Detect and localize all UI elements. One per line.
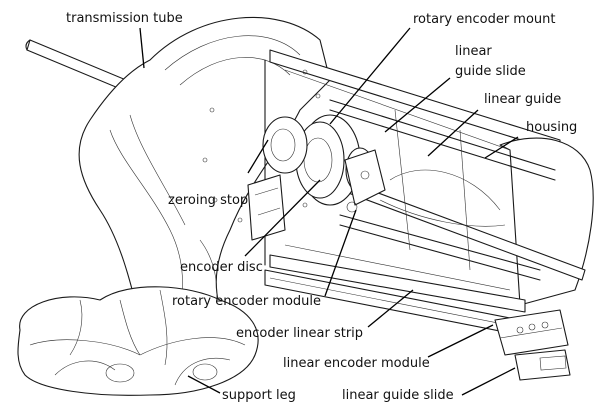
zeroing-stop-block [247,174,286,241]
leader-linear-guide [427,109,479,157]
rotary-encoder-assembly [262,114,386,213]
label-zeroing-stop: zeroing stop [168,193,248,208]
leader-rotary-encoder-module [324,209,357,297]
housing-frame [264,49,594,313]
labels: transmission tube rotary encoder mount l… [66,11,577,403]
leader-linear-encoder-module [427,324,494,358]
leader-encoder-disc [244,179,321,257]
support-leg-base [17,286,259,396]
label-linear-encoder-module: linear encoder module [283,356,430,371]
linear-guide-slide-bottom-part [514,349,571,381]
leader-transmission-tube [139,27,145,69]
label-rotary-encoder-mount: rotary encoder mount [413,12,556,27]
leader-lines [139,27,519,396]
leader-housing [484,136,519,159]
label-linear-guide-slide-bottom: linear guide slide [342,388,454,403]
label-encoder-disc: encoder disc [180,260,263,275]
leader-encoder-linear-strip [367,289,414,328]
label-housing: housing [526,120,577,135]
leader-zeroing-stop [247,139,269,174]
frame-mounting-holes [202,69,321,223]
leader-support-leg [187,375,221,394]
label-linear-guide-slide-top-line1: linear [455,44,492,59]
label-linear-guide-slide-top-line2: guide slide [455,64,526,79]
label-transmission-tube: transmission tube [66,11,183,26]
leader-rotary-encoder-mount [329,27,411,125]
label-encoder-linear-strip: encoder linear strip [236,326,363,341]
linear-encoder-module-part [494,309,569,356]
leader-linear-guide-slide-top [384,77,451,133]
label-linear-guide: linear guide [484,92,561,107]
leader-linear-guide-slide-bottom [461,367,516,396]
label-support-leg: support leg [222,388,296,403]
label-rotary-encoder-module: rotary encoder module [172,294,321,309]
